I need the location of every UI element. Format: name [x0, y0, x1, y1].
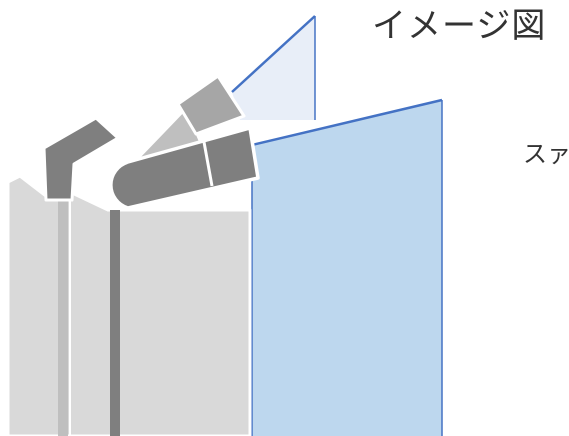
frame-strip-dark	[110, 210, 120, 436]
diagram-title: イメージ図	[372, 6, 547, 46]
hinge-body	[109, 126, 260, 210]
glass-panel-front	[252, 100, 442, 436]
gasket-inner	[176, 74, 246, 136]
hinge-body-seam	[202, 141, 214, 187]
frame-profile	[6, 174, 252, 436]
frame-clip	[42, 116, 120, 202]
glass-panel-front-top-edge	[251, 98, 443, 147]
glass-panel-back-top-edge	[231, 15, 316, 93]
side-label-truncated: スァ	[523, 140, 569, 168]
glass-panel-back	[232, 16, 315, 120]
frame-strip-left	[58, 200, 68, 436]
